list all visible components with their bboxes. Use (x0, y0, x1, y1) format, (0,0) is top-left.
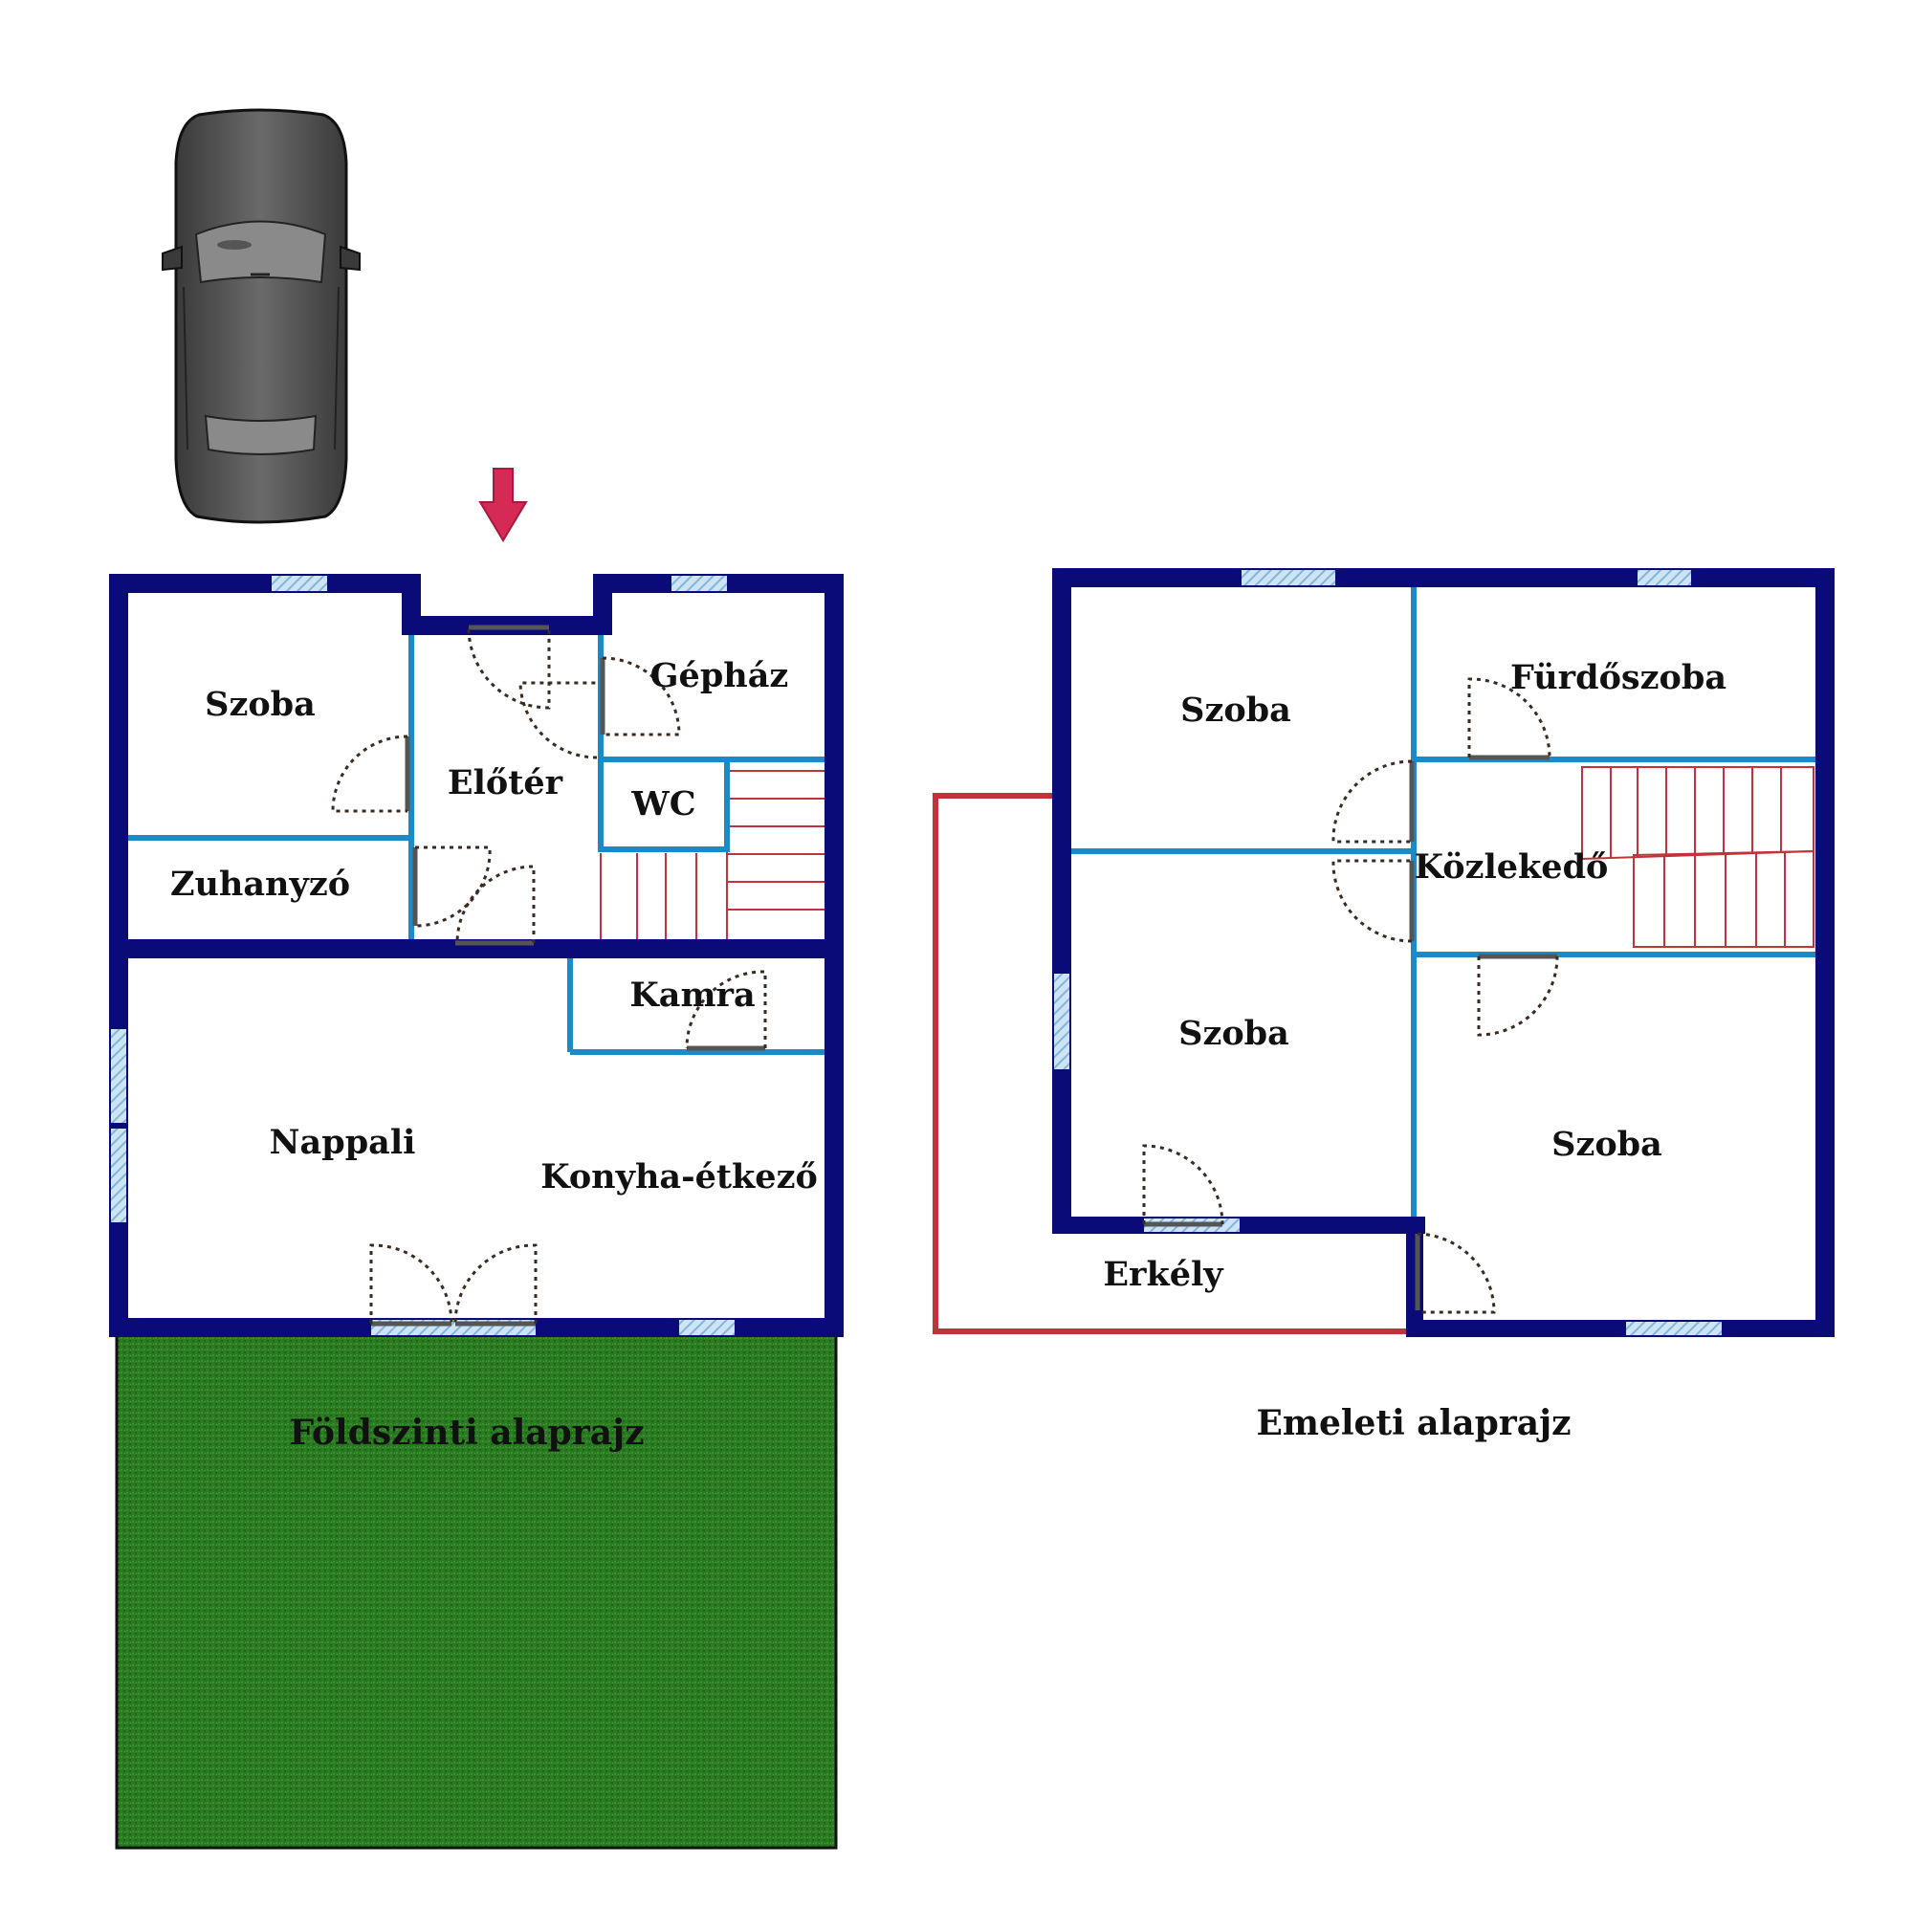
entrance-arrow-icon (478, 468, 528, 542)
room-label-konyha-etkezo: Konyha-étkező (540, 1157, 818, 1197)
room-label-wc: WC (630, 784, 695, 823)
room-label-eloter: Előtér (448, 763, 563, 802)
garden-area (115, 1329, 838, 1850)
room-label-szoba-middle: Szoba (1178, 1014, 1289, 1053)
room-label-szoba-top: Szoba (1180, 691, 1291, 730)
ground-outer-walls (109, 574, 844, 1337)
upper-doors (1142, 677, 1559, 1314)
ground-stairs (600, 760, 825, 939)
room-label-szoba-right: Szoba (1551, 1125, 1662, 1164)
room-label-erkely: Erkély (1103, 1255, 1224, 1294)
room-label-zuhanyzo: Zuhanyzó (170, 865, 350, 904)
upper-stairs (1581, 766, 1814, 948)
upper-floor-title: Emeleti alaprajz (1256, 1403, 1571, 1443)
upper-floor-plan: Szoba Fürdőszoba Közlekedő Szoba Szoba E… (933, 568, 1835, 1443)
car-icon (162, 108, 361, 524)
room-label-furdoszoba: Fürdőszoba (1510, 658, 1726, 697)
room-label-gephaz: Gépház (650, 656, 789, 695)
ground-doors (331, 625, 767, 1327)
ground-floor-plan: Szoba Előtér Gépház WC Zuhanyzó Kamra Na… (109, 574, 844, 1453)
room-label-kamra: Kamra (629, 976, 755, 1015)
room-label-nappali: Nappali (270, 1123, 416, 1162)
room-label-kozlekedo: Közlekedő (1415, 847, 1609, 887)
room-label-szoba: Szoba (205, 685, 316, 724)
ground-floor-title: Földszinti alaprajz (289, 1413, 644, 1453)
balcony-outline (933, 793, 1410, 1334)
